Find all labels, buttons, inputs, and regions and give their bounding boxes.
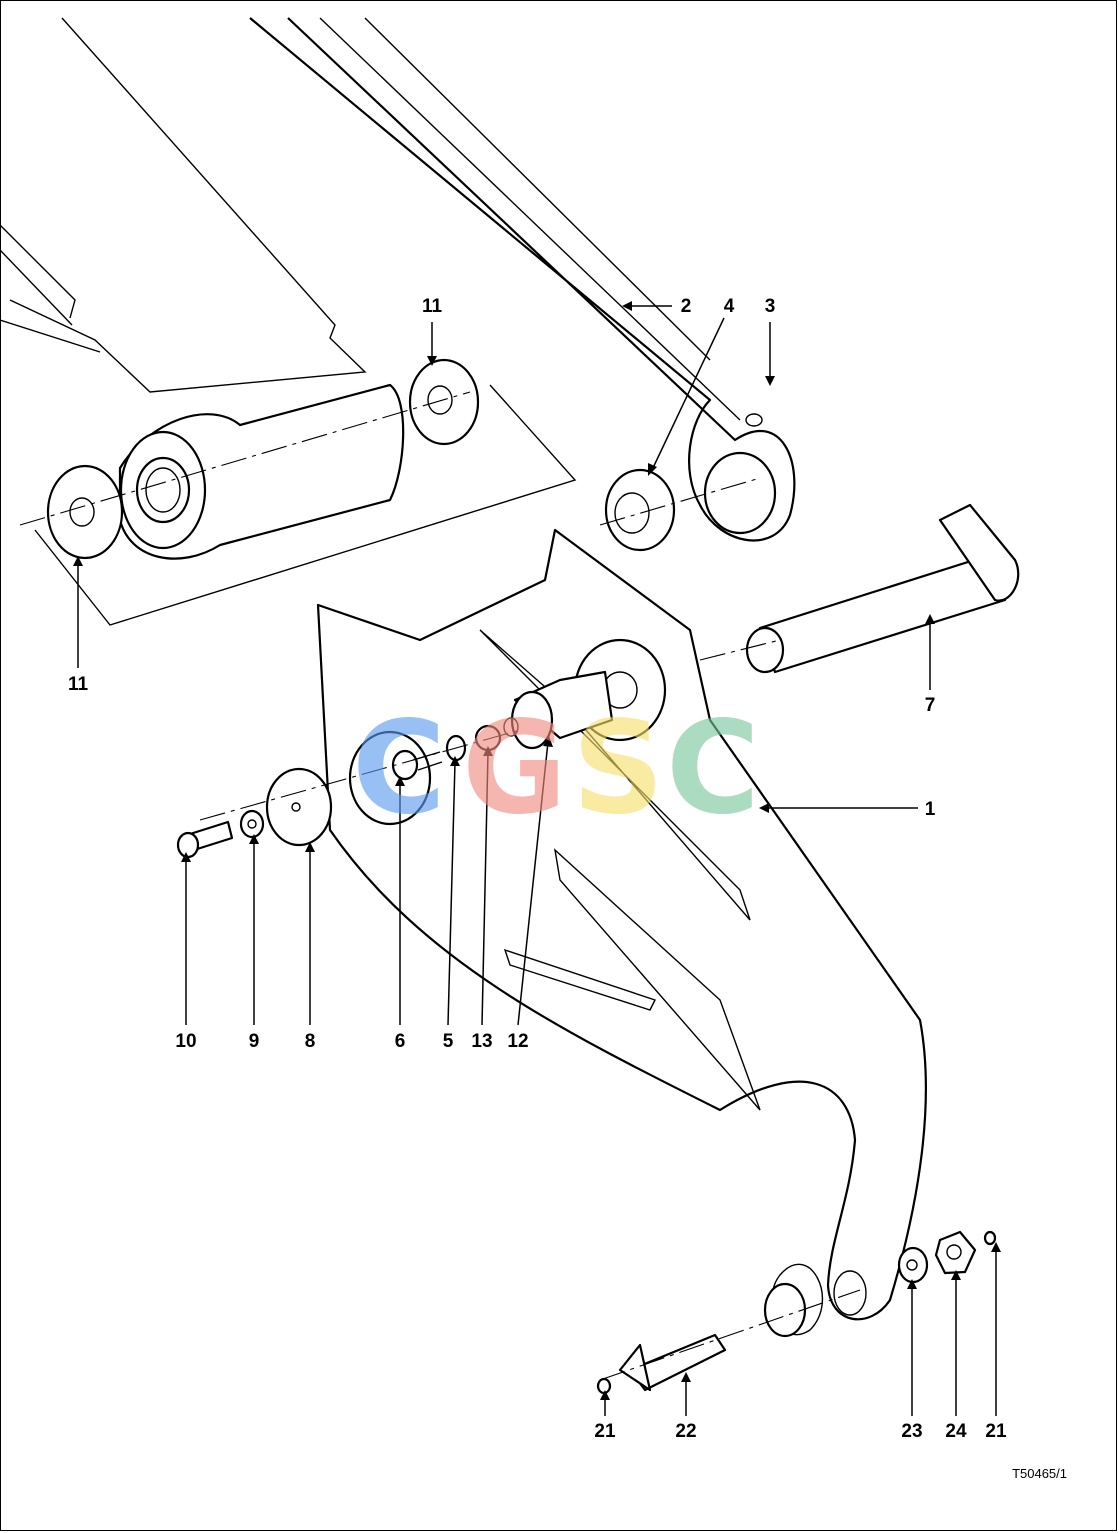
callout-10: 10 — [175, 1031, 197, 1052]
leader-lines — [73, 301, 1001, 1416]
callout-13: 13 — [471, 1031, 493, 1052]
callout-24: 24 — [945, 1421, 967, 1442]
pin-22 — [618, 1333, 727, 1392]
callout-21-right: 21 — [985, 1421, 1007, 1442]
callout-5: 5 — [442, 1031, 454, 1052]
boom-arm — [0, 17, 405, 560]
callout-4: 4 — [723, 296, 735, 317]
watermark-letter-c1: C — [352, 694, 446, 843]
callout-6: 6 — [394, 1031, 406, 1052]
watermark-letter-c2: C — [666, 694, 760, 843]
callout-1: 1 — [924, 799, 936, 820]
watermark-letter-g: G — [462, 694, 568, 843]
pivot-pin — [745, 503, 1020, 674]
bushing-top — [408, 358, 480, 446]
assembly-axes — [19, 384, 861, 1381]
washer-8 — [265, 767, 333, 847]
callout-9: 9 — [248, 1031, 260, 1052]
callout-23: 23 — [901, 1421, 923, 1442]
bolt-10 — [176, 820, 234, 859]
callout-2: 2 — [680, 296, 692, 317]
callout-3: 3 — [764, 296, 776, 317]
link-arm — [249, 17, 796, 542]
callout-11-top: 11 — [421, 296, 443, 317]
callout-21-left: 21 — [594, 1421, 616, 1442]
callout-22: 22 — [675, 1421, 697, 1442]
figure-code: T50465/1 — [1012, 1466, 1067, 1481]
plate-6 — [348, 730, 443, 826]
nut-24 — [934, 1230, 977, 1275]
bushing-left — [46, 464, 124, 560]
watermark-letter-s: S — [572, 694, 665, 843]
bushing-4 — [604, 468, 676, 552]
callout-12: 12 — [507, 1031, 529, 1052]
cone-pin — [503, 670, 614, 750]
washer-9 — [239, 809, 265, 839]
callout-7: 7 — [924, 695, 936, 716]
callout-11-left: 11 — [67, 674, 89, 695]
washer-23 — [897, 1246, 929, 1284]
grease-nipple-right — [983, 1230, 997, 1246]
grease-nipple-left — [596, 1377, 612, 1395]
callout-8: 8 — [304, 1031, 316, 1052]
